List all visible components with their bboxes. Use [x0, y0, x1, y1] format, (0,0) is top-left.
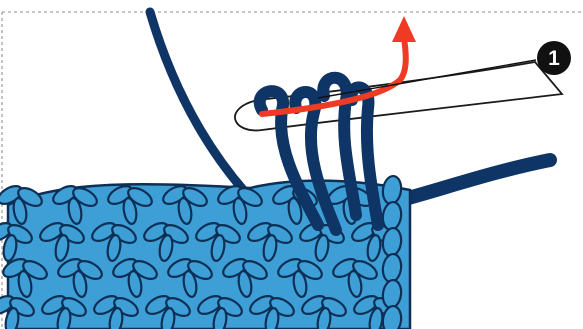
arrow-head	[392, 16, 416, 42]
step-number-label: 1	[548, 47, 560, 70]
